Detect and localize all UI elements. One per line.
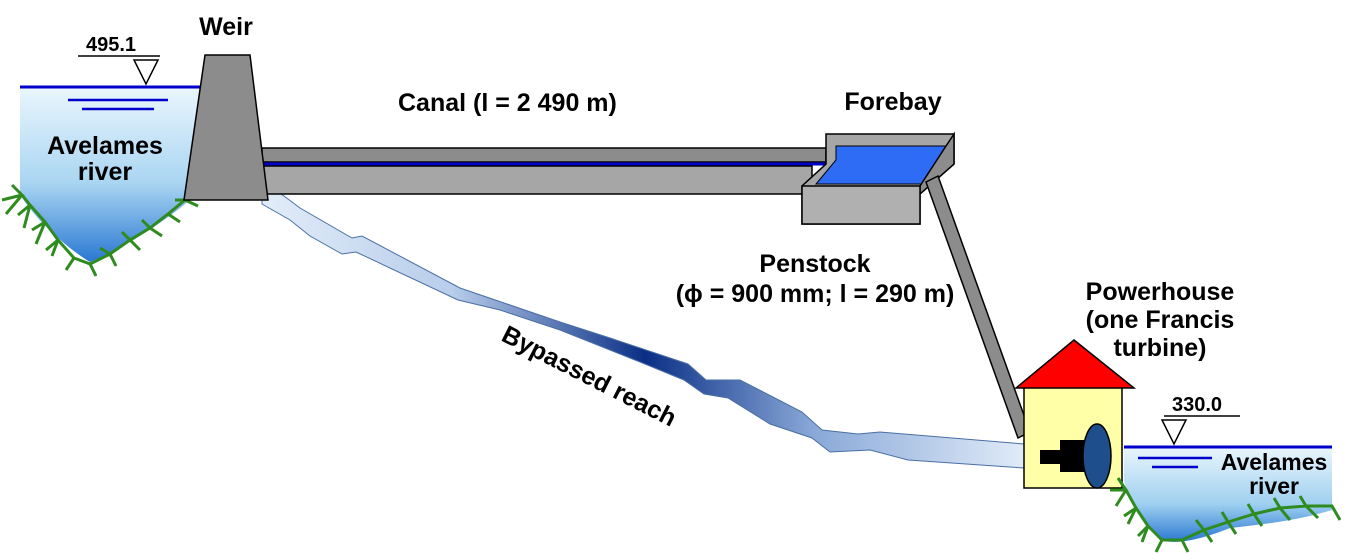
bypassed-reach [261, 181, 1025, 469]
downstream-river: Avelames river [1110, 445, 1342, 553]
weir-label: Weir [199, 13, 253, 41]
penstock-label-line2: (ϕ = 900 mm; l = 290 m) [676, 280, 955, 308]
powerhouse-label-line1: Powerhouse [1086, 278, 1235, 306]
upstream-elevation-value: 495.1 [86, 34, 136, 56]
upstream-river-label-line1: Avelames [47, 132, 163, 160]
upstream-river-water [20, 87, 200, 262]
francis-turbine [1082, 423, 1112, 489]
forebay-water [814, 145, 947, 185]
upstream-river-label-line2: river [78, 158, 132, 186]
upstream-river: Avelames river [1, 85, 203, 277]
downstream-elevation-value: 330.0 [1172, 394, 1222, 416]
downstream-river-water [1124, 447, 1332, 542]
downstream-river-label-line2: river [1249, 473, 1299, 499]
canal-front-wall [261, 165, 813, 195]
generator [1060, 440, 1086, 472]
penstock-label-line1: Penstock [759, 250, 870, 278]
water-level-triangle-icon [132, 59, 160, 86]
upstream-grass [1, 183, 199, 277]
canal-label: Canal (l = 2 490 m) [398, 89, 617, 117]
forebay-label: Forebay [844, 88, 941, 116]
downstream-elevation-marker: 330.0 [1160, 394, 1240, 446]
weir [183, 54, 269, 201]
upstream-elevation-marker: 495.1 [78, 34, 160, 86]
water-level-triangle-icon [1160, 419, 1188, 446]
canal-back-wall [261, 147, 827, 163]
powerhouse-label-line2: (one Francis [1086, 306, 1235, 334]
forebay: Forebay [801, 88, 955, 225]
downstream-river-label-line1: Avelames [1221, 449, 1328, 475]
canal: Canal (l = 2 490 m) [261, 89, 830, 195]
forebay-front [801, 185, 921, 225]
downstream-grass [1110, 477, 1342, 553]
powerhouse-label-line3: turbine) [1113, 334, 1206, 362]
powerhouse: Powerhouse (one Francis turbine) [1013, 278, 1235, 489]
powerhouse-roof [1013, 339, 1137, 389]
